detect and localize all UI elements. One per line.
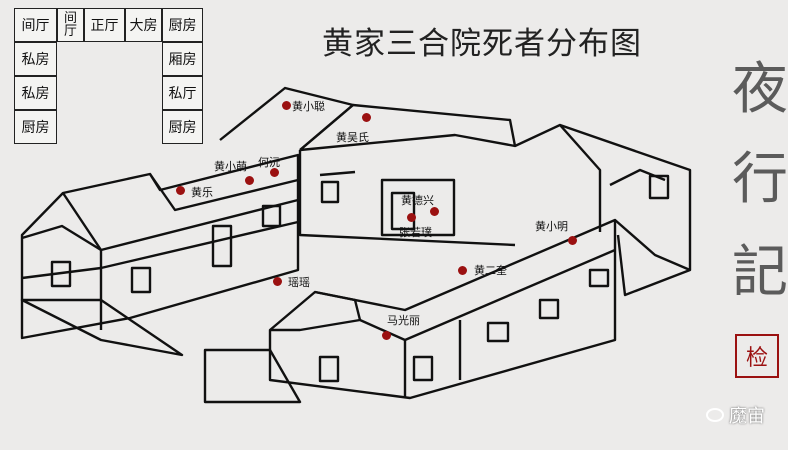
room-cell-10: 私厅 bbox=[162, 76, 203, 110]
room-cell-6: 私房 bbox=[14, 42, 57, 76]
label-huang-wushi: 黄吴氏 bbox=[336, 131, 369, 144]
marker-he-yuan bbox=[270, 168, 279, 177]
room-cell-3: 正厅 bbox=[84, 8, 125, 42]
marker-huang-le bbox=[176, 186, 185, 195]
room-cell-5: 厨房 bbox=[162, 8, 203, 42]
brand-char-2: 行 bbox=[732, 147, 788, 212]
watermark-text: 魔宙 bbox=[729, 406, 765, 427]
chat-bubble-icon bbox=[706, 408, 724, 422]
room-cell-9: 厢房 bbox=[162, 42, 203, 76]
label-huang-le: 黄乐 bbox=[191, 186, 213, 199]
marker-huang-xiaoming bbox=[568, 236, 577, 245]
label-huang-xiaoming: 黄小明 bbox=[535, 220, 568, 233]
label-huang-dexing: 黄德兴 bbox=[401, 194, 434, 207]
marker-huang-xiaomeng bbox=[245, 176, 254, 185]
marker-huang-dexing bbox=[430, 207, 439, 216]
room-cell-7: 私房 bbox=[14, 76, 57, 110]
marker-huang-xiaocong bbox=[282, 101, 291, 110]
label-huang-xiaomeng: 黄小萌 bbox=[214, 160, 247, 173]
label-huang-xiaocong: 黄小聪 bbox=[292, 100, 325, 113]
label-yao-yao: 瑶瑶 bbox=[288, 276, 310, 289]
marker-huang-wushi bbox=[362, 113, 371, 122]
label-zhang-ruojing: 张若璞 bbox=[399, 226, 432, 239]
room-cell-11: 厨房 bbox=[162, 110, 203, 144]
marker-huang-erkui bbox=[458, 266, 467, 275]
wechat-watermark: 魔宙 bbox=[706, 402, 765, 428]
marker-ma-guangli bbox=[382, 331, 391, 340]
label-huang-erkui: 黄二奎 bbox=[474, 264, 507, 277]
room-cell-1: 间厅 bbox=[14, 8, 57, 42]
room-cell-8: 厨房 bbox=[14, 110, 57, 144]
marker-zhang-ruojing bbox=[407, 213, 416, 222]
seal-stamp: 检 bbox=[735, 334, 779, 378]
marker-yao-yao bbox=[273, 277, 282, 286]
label-ma-guangli: 马光丽 bbox=[387, 314, 420, 327]
label-he-yuan: 何沅 bbox=[258, 156, 280, 169]
brand-char-3: 記 bbox=[732, 240, 788, 305]
brand-char-1: 夜 bbox=[732, 57, 788, 122]
diagram-title: 黄家三合院死者分布图 bbox=[322, 26, 642, 62]
room-cell-4: 大房 bbox=[125, 8, 162, 42]
room-cell-2: 间 厅 bbox=[57, 8, 84, 42]
